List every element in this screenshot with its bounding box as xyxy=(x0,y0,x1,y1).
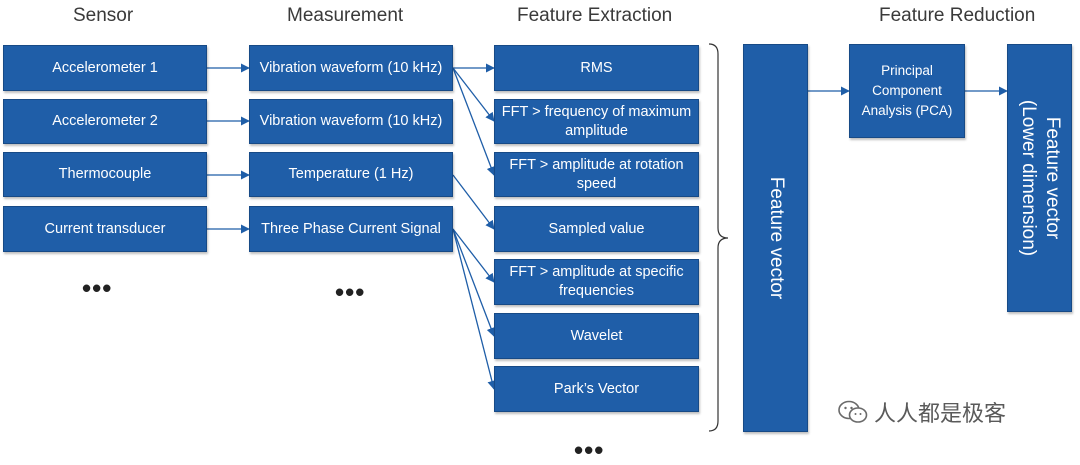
feature-vector-box: Feature vector xyxy=(743,44,808,432)
reduced-feature-vector-box: Feature vector (Lower dimension) xyxy=(1007,44,1072,312)
feature-brace xyxy=(708,43,729,432)
feature-box-7: Park’s Vector xyxy=(494,366,699,412)
sensor-box-3: Thermocouple xyxy=(3,152,207,197)
watermark-text: 人人都是极客 xyxy=(874,401,1007,426)
feature-box-2: FFT > frequency of maximum amplitude xyxy=(494,99,699,144)
arrow-m4-wavelet xyxy=(452,228,496,337)
header-sensor: Sensor xyxy=(73,5,134,26)
watermark: 人人都是极客 xyxy=(838,396,1006,428)
feature-box-1: RMS xyxy=(494,45,699,91)
wechat-icon xyxy=(838,400,868,423)
measurement-box-3: Temperature (1 Hz) xyxy=(249,152,453,197)
arrow-m1-fft-rot xyxy=(452,67,496,176)
header-feature-extraction: Feature Extraction xyxy=(517,5,673,26)
sensor-box-1: Accelerometer 1 xyxy=(3,45,207,91)
arrow-m1-fft-freq xyxy=(452,67,495,122)
feature-vector-label: Feature vector xyxy=(765,176,787,300)
sensor-ellipsis: ••• xyxy=(82,273,113,303)
reduced-feature-vector-label: Feature vector (Lower dimension) xyxy=(1017,99,1063,257)
feature-box-6: Wavelet xyxy=(494,313,699,359)
header-feature-reduction: Feature Reduction xyxy=(879,5,1036,26)
measurement-box-1: Vibration waveform (10 kHz) xyxy=(249,45,453,91)
sensor-box-4: Current transducer xyxy=(3,206,207,252)
arrow-m4-fft-spec xyxy=(452,228,495,283)
feature-box-4: Sampled value xyxy=(494,206,699,252)
arrow-m3-sampled xyxy=(452,174,495,230)
pca-box: Principal Component Analysis (PCA) xyxy=(849,44,965,138)
measurement-box-4: Three Phase Current Signal xyxy=(249,206,453,252)
header-measurement: Measurement xyxy=(287,5,404,26)
arrow-m4-parks xyxy=(452,228,497,390)
measurement-box-2: Vibration waveform (10 kHz) xyxy=(249,99,453,144)
feature-ellipsis: ••• xyxy=(574,435,605,465)
feature-box-3: FFT > amplitude at rotation speed xyxy=(494,152,699,197)
measurement-ellipsis: ••• xyxy=(335,277,366,307)
feature-box-5: FFT > amplitude at specific frequencies xyxy=(494,259,699,305)
sensor-box-2: Accelerometer 2 xyxy=(3,99,207,144)
